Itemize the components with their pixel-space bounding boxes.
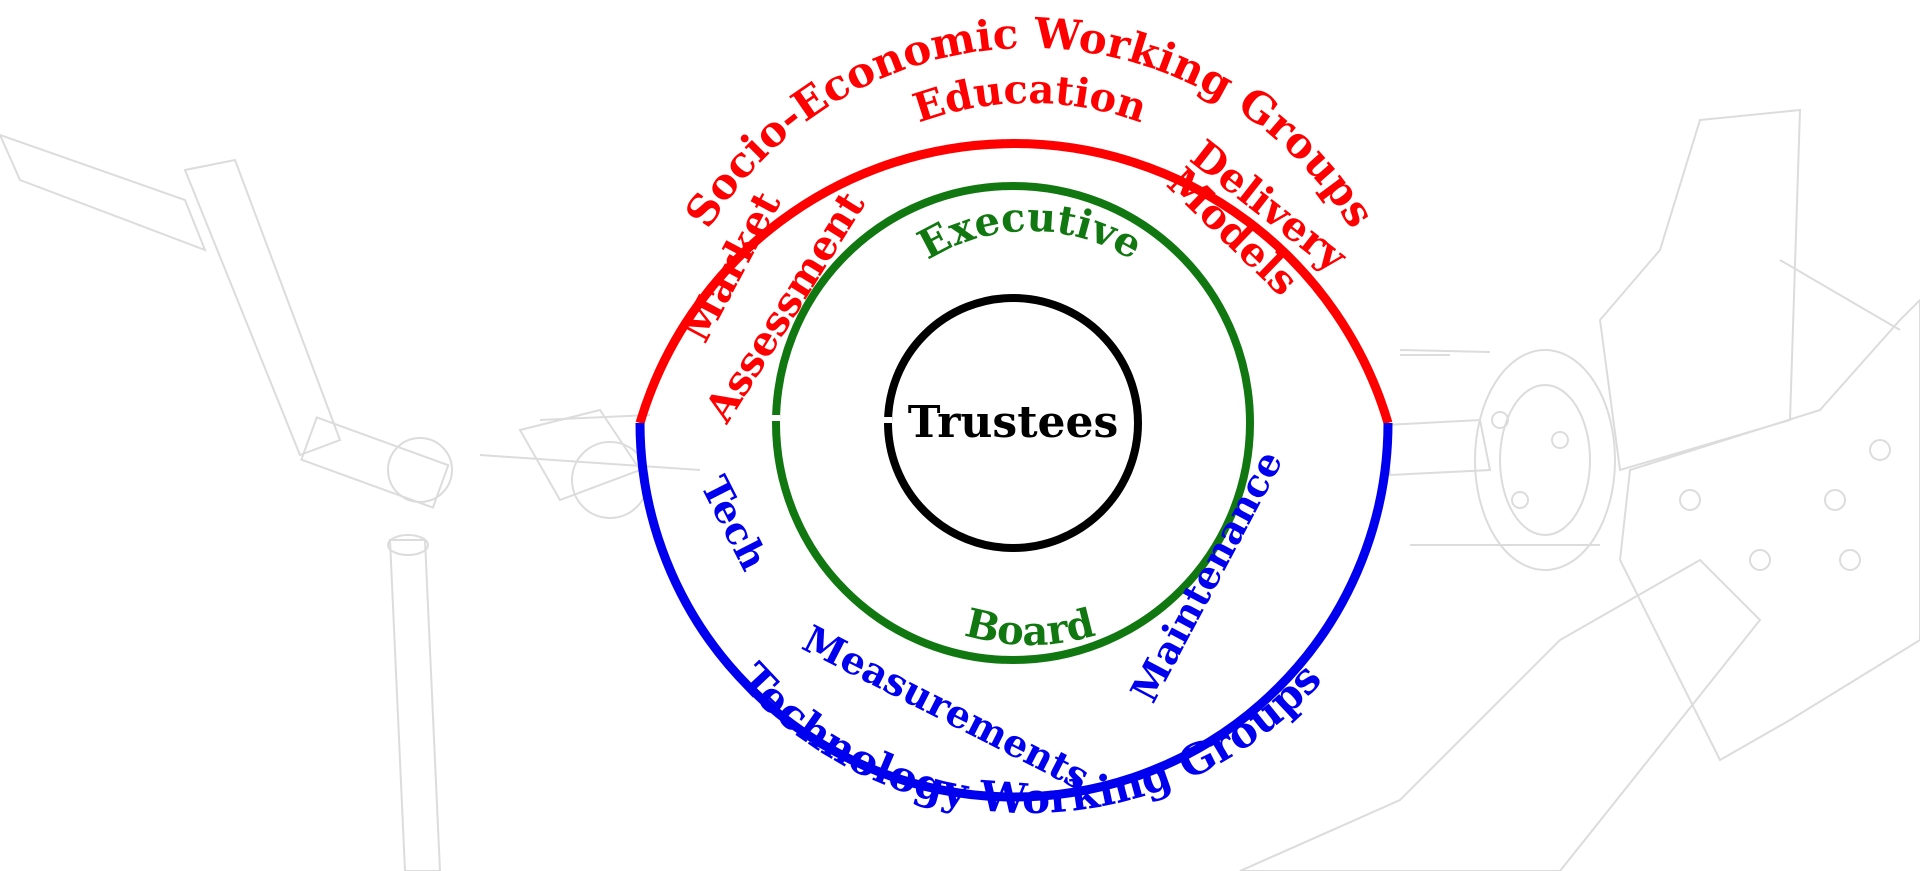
- center-label: Trustees: [908, 397, 1119, 448]
- outer-ring-top-arc: [635, 139, 1393, 425]
- item-tech: Tech: [692, 469, 777, 578]
- middle-bottom-label: Board: [961, 599, 1099, 655]
- outer-ring-bottom-arc: [635, 422, 1393, 802]
- item-maintenance: Maintenance: [1121, 443, 1291, 709]
- background-turbine-illustration: [0, 108, 1920, 871]
- item-education: Education: [907, 66, 1152, 132]
- middle-ring: [772, 182, 1254, 664]
